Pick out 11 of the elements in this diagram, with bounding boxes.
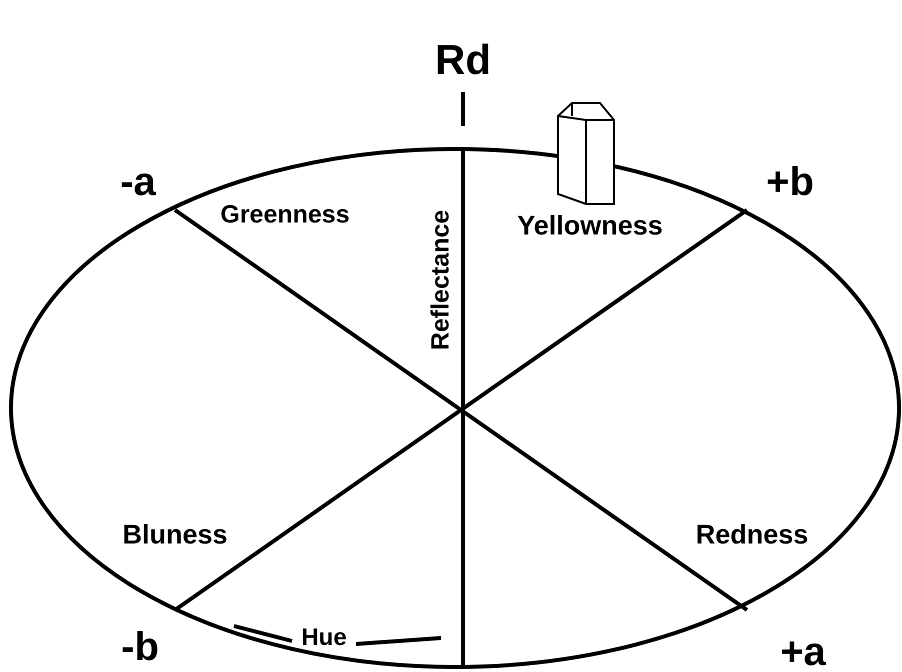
axis-label: -a <box>120 162 156 202</box>
region-label: Redness <box>696 522 808 548</box>
region-label: Yellowness <box>517 212 663 240</box>
hue-label: Hue <box>301 626 347 650</box>
axis-label: Rd <box>435 39 491 81</box>
axis-label: +b <box>766 162 814 202</box>
axis-label: Reflectance <box>428 210 454 350</box>
axis-label: -b <box>121 627 159 667</box>
region-label: Bluness <box>122 522 228 548</box>
region-label: Greenness <box>220 202 350 228</box>
axis-label: +a <box>780 632 826 672</box>
